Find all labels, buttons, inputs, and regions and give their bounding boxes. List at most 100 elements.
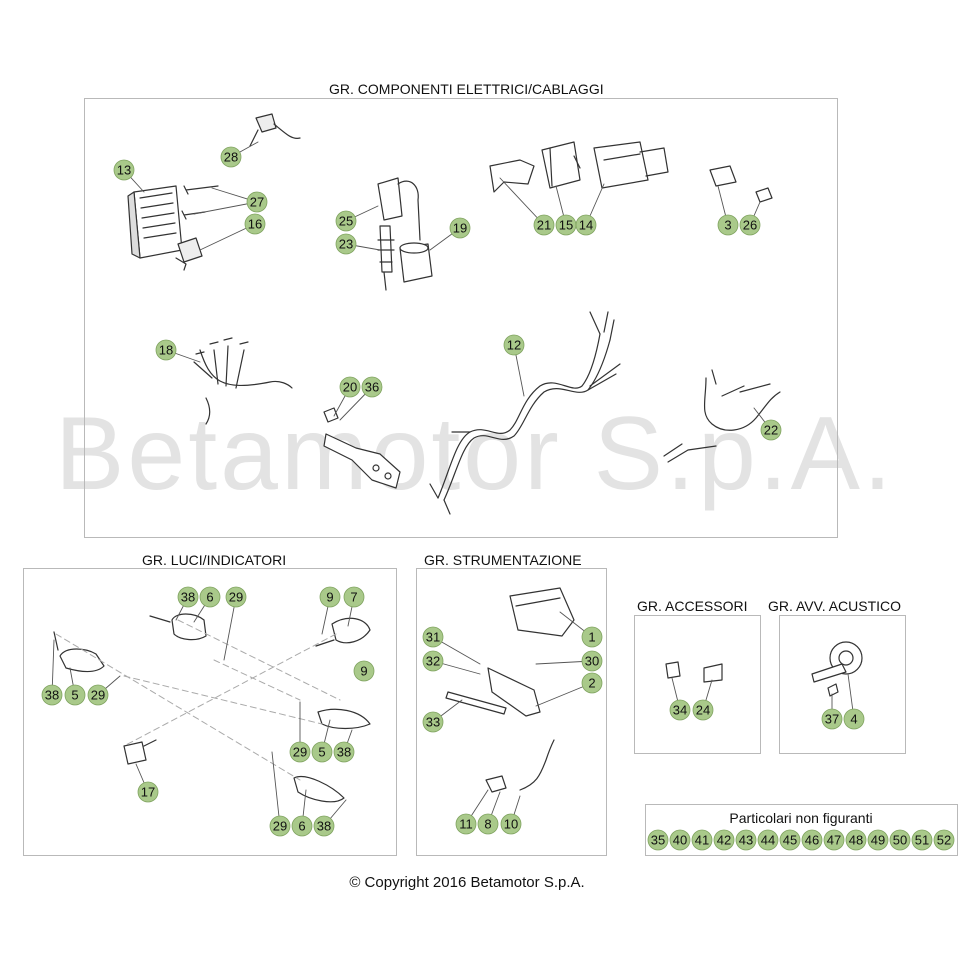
svg-text:46: 46	[805, 833, 819, 848]
part-badge[interactable]: 46	[801, 829, 823, 851]
svg-text:5: 5	[318, 745, 325, 760]
part-badge[interactable]: 23	[335, 233, 357, 255]
part-badge[interactable]: 5	[64, 684, 86, 706]
part-badge[interactable]: 31	[422, 626, 444, 648]
part-badge[interactable]: 45	[779, 829, 801, 851]
svg-text:42: 42	[717, 833, 731, 848]
svg-text:37: 37	[825, 712, 839, 727]
svg-text:2: 2	[588, 676, 595, 691]
part-badge[interactable]: 35	[647, 829, 669, 851]
part-badge[interactable]: 42	[713, 829, 735, 851]
part-badge[interactable]: 13	[113, 159, 135, 181]
svg-text:34: 34	[673, 703, 687, 718]
part-badge[interactable]: 38	[177, 586, 199, 608]
part-badge[interactable]: 9	[353, 660, 375, 682]
part-badge[interactable]: 5	[311, 741, 333, 763]
part-badge[interactable]: 26	[739, 214, 761, 236]
svg-text:38: 38	[317, 819, 331, 834]
badges-luci: 38 6 29 9 7 9 38 5 29 29 5 38 17 29 6 38	[41, 586, 375, 837]
part-badge[interactable]: 15	[555, 214, 577, 236]
watermark-text: Betamotor S.p.A.	[55, 396, 895, 512]
svg-text:28: 28	[224, 150, 238, 165]
svg-text:7: 7	[350, 590, 357, 605]
part-badge[interactable]: 29	[289, 741, 311, 763]
part-badge[interactable]: 17	[137, 781, 159, 803]
svg-text:8: 8	[484, 817, 491, 832]
svg-text:52: 52	[937, 833, 951, 848]
svg-text:36: 36	[365, 380, 379, 395]
svg-text:30: 30	[585, 654, 599, 669]
part-badge[interactable]: 52	[933, 829, 955, 851]
svg-text:14: 14	[579, 218, 593, 233]
group-title-accessori: GR. ACCESSORI	[637, 598, 748, 614]
part-badge[interactable]: 20	[339, 376, 361, 398]
part-badge[interactable]: 21	[533, 214, 555, 236]
part-badge[interactable]: 16	[244, 213, 266, 235]
svg-text:38: 38	[337, 745, 351, 760]
part-badge[interactable]: 14	[575, 214, 597, 236]
part-badge[interactable]: 4	[843, 708, 865, 730]
part-badge[interactable]: 6	[291, 815, 313, 837]
part-badge[interactable]: 49	[867, 829, 889, 851]
svg-text:17: 17	[141, 785, 155, 800]
part-badge[interactable]: 50	[889, 829, 911, 851]
part-badge[interactable]: 10	[500, 813, 522, 835]
harness-part	[193, 337, 293, 425]
svg-text:15: 15	[559, 218, 573, 233]
part-badge[interactable]: 48	[845, 829, 867, 851]
part-badge[interactable]: 40	[669, 829, 691, 851]
switch-part	[249, 113, 301, 147]
part-badge[interactable]: 22	[760, 419, 782, 441]
part-badge[interactable]: 3	[717, 214, 739, 236]
part-badge[interactable]: 25	[335, 210, 357, 232]
panel-elettrici	[84, 98, 838, 538]
indicator-rear-right	[315, 617, 371, 647]
part-badge[interactable]: 2	[581, 672, 603, 694]
part-badge[interactable]: 30	[581, 650, 603, 672]
part-badge[interactable]: 38	[333, 741, 355, 763]
part-badge[interactable]: 38	[41, 684, 63, 706]
speedo-cable-part	[485, 739, 555, 793]
part-badge[interactable]: 37	[821, 708, 843, 730]
part-badge[interactable]: 34	[669, 699, 691, 721]
badges-accessori: 34 24	[669, 699, 714, 721]
part-badge[interactable]: 43	[735, 829, 757, 851]
part-badge[interactable]: 1	[581, 626, 603, 648]
part-badge[interactable]: 38	[313, 815, 335, 837]
part-badge[interactable]: 29	[269, 815, 291, 837]
svg-text:23: 23	[339, 237, 353, 252]
part-badge[interactable]: 32	[422, 650, 444, 672]
part-badge[interactable]: 12	[503, 334, 525, 356]
panel-acustico	[779, 615, 906, 754]
part-badge[interactable]: 8	[477, 813, 499, 835]
badges-acustico: 37 4	[821, 708, 865, 730]
part-badge[interactable]: 29	[87, 684, 109, 706]
part-badge[interactable]: 24	[692, 699, 714, 721]
part-badge[interactable]: 33	[422, 711, 444, 733]
svg-text:43: 43	[739, 833, 753, 848]
instrument-rod-part	[445, 691, 507, 715]
part-badge[interactable]: 36	[361, 376, 383, 398]
part-badge[interactable]: 28	[220, 146, 242, 168]
part-badge[interactable]: 41	[691, 829, 713, 851]
speedometer-part	[509, 587, 575, 637]
part-badge[interactable]: 27	[246, 191, 268, 213]
part-badge[interactable]: 9	[319, 586, 341, 608]
part-badge[interactable]: 19	[449, 217, 471, 239]
part-badge[interactable]: 51	[911, 829, 933, 851]
svg-text:31: 31	[426, 630, 440, 645]
part-badge[interactable]: 29	[225, 586, 247, 608]
svg-text:29: 29	[91, 688, 105, 703]
part-badge[interactable]: 44	[757, 829, 779, 851]
group-title-acustico: GR. AVV. ACUSTICO	[768, 598, 902, 614]
part-badge[interactable]: 7	[343, 586, 365, 608]
svg-text:3: 3	[724, 218, 731, 233]
svg-text:27: 27	[250, 195, 264, 210]
part-badge[interactable]: 6	[199, 586, 221, 608]
part-badge[interactable]: 18	[155, 339, 177, 361]
svg-text:35: 35	[651, 833, 665, 848]
svg-text:40: 40	[673, 833, 687, 848]
part-badge[interactable]: 47	[823, 829, 845, 851]
part-badge[interactable]: 11	[455, 813, 477, 835]
svg-text:29: 29	[229, 590, 243, 605]
